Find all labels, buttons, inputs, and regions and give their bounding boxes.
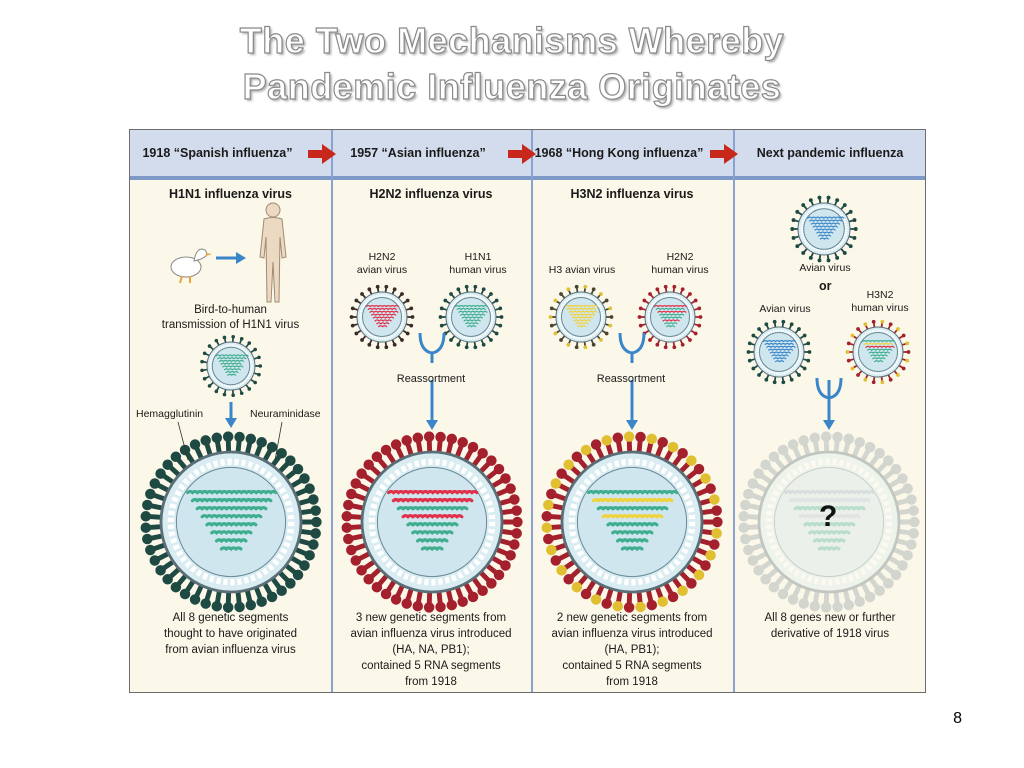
arrow-icon: [225, 402, 237, 428]
avian-virus-label: Avian virus: [759, 303, 811, 315]
caption-line: (HA, NA, PB1);: [392, 644, 470, 656]
column-divider: [733, 130, 735, 692]
column-title-h2n2: H2N2 influenza virus: [369, 187, 493, 201]
human-virus-label-line: H3N2: [866, 289, 894, 301]
caption-h1n1: All 8 genetic segments thought to have o…: [130, 610, 331, 658]
parent-label-line: human virus: [651, 264, 709, 276]
parent-label-h3-avian: H3 avian virus: [548, 264, 616, 276]
transmission-label: Bird-to-human transmission of H1N1 virus: [130, 303, 331, 333]
slide-title-line1: The Two Mechanisms Whereby: [239, 19, 785, 61]
h3n2-human-virus-icon: [845, 319, 911, 385]
h1n1-small-virus-icon: [200, 335, 263, 397]
timeline-arrow-icon: [308, 144, 336, 164]
pandemic-diagram: 1918 “Spanish influenza” 1957 “Asian infl…: [129, 129, 926, 693]
pointer-lines: [177, 421, 283, 461]
h1n1-virus-icon: [140, 431, 322, 613]
parent-label-line: H1N1: [464, 251, 492, 263]
era-label: 1918 “Spanish influenza”: [142, 146, 293, 160]
reassortment-connector-icon: [418, 332, 446, 430]
era-label: 1968 “Hong Kong influenza”: [534, 146, 704, 160]
parent-label-line: H2N2: [666, 251, 694, 263]
column-divider: [531, 130, 533, 692]
duck-icon: [170, 248, 212, 284]
avian-virus-icon: [746, 319, 812, 385]
unknown-question-mark: ?: [819, 500, 838, 533]
parent-label-line: H2N2: [368, 251, 396, 263]
column-title-h3n2: H3N2 influenza virus: [570, 187, 694, 201]
hemagglutinin-label: Hemagglutinin: [136, 408, 204, 420]
parent-label-h2n2-avian: H2N2 avian virus: [352, 251, 412, 277]
timeline-header-rule: [130, 176, 925, 180]
caption-line: contained 5 RNA segments: [562, 660, 702, 672]
caption-h3n2: 2 new genetic segments from avian influe…: [531, 610, 733, 690]
caption-line: avian influenza virus introduced: [551, 628, 713, 640]
caption-line: All 8 genes new or further: [764, 612, 896, 624]
reassortment-connector-icon: [815, 377, 843, 430]
caption-line: thought to have originated: [164, 628, 297, 640]
caption-line: from avian influenza virus: [165, 644, 296, 656]
parent-label-h2n2-human: H2N2 human virus: [644, 251, 716, 277]
slide-title: The Two Mechanisms Whereby Pandemic Infl…: [0, 18, 1024, 110]
era-label: Next pandemic influenza: [756, 146, 904, 160]
neuraminidase-label: Neuraminidase: [250, 408, 321, 420]
caption-line: (HA, PB1);: [604, 644, 660, 656]
human-virus-label-line: human virus: [851, 302, 909, 314]
arrow-icon: [216, 252, 246, 264]
h3n2-virus-icon: [541, 431, 723, 613]
column-divider: [331, 130, 333, 692]
caption-line: 2 new genetic segments from: [556, 612, 708, 624]
human-virus-label: H3N2 human virus: [844, 289, 916, 315]
timeline-arrow-icon: [710, 144, 738, 164]
parent-label-h1n1-human: H1N1 human virus: [442, 251, 514, 277]
h3-avian-virus-icon: [548, 284, 614, 350]
h2n2-avian-virus-icon: [349, 284, 415, 350]
human-icon: [259, 202, 287, 303]
caption-h2n2: 3 new genetic segments from avian influe…: [331, 610, 531, 690]
caption-line: from 1918: [405, 676, 457, 688]
caption-line: contained 5 RNA segments: [361, 660, 501, 672]
or-label: or: [819, 279, 832, 293]
parent-label-line: human virus: [449, 264, 507, 276]
avian-virus-icon: [790, 195, 858, 263]
transmission-label-line2: transmission of H1N1 virus: [161, 319, 300, 331]
avian-virus-label: Avian virus: [799, 262, 851, 274]
h2n2-virus-icon: [341, 431, 523, 613]
reassortment-connector-icon: [618, 332, 646, 430]
reassortment-label: Reassortment: [596, 373, 666, 385]
caption-line: avian influenza virus introduced: [350, 628, 512, 640]
caption-line: from 1918: [606, 676, 658, 688]
page-number: 8: [953, 710, 962, 727]
diagram-art: [140, 144, 920, 613]
column-title-h1n1: H1N1 influenza virus: [169, 187, 292, 201]
next-pandemic-virus-icon: [738, 431, 920, 613]
caption-line: derivative of 1918 virus: [770, 628, 890, 640]
h2n2-human-virus-icon: [637, 284, 703, 350]
slide-title-line2: Pandemic Influenza Originates: [242, 65, 782, 107]
timeline-arrow-icon: [508, 144, 536, 164]
transmission-label-line1: Bird-to-human: [194, 304, 267, 316]
h1n1-human-virus-icon: [438, 284, 504, 350]
parent-label-line: avian virus: [356, 264, 408, 276]
caption-next-pandemic: All 8 genes new or further derivative of…: [733, 610, 925, 642]
era-label: 1957 “Asian influenza”: [350, 146, 486, 160]
caption-line: 3 new genetic segments from: [355, 612, 507, 624]
reassortment-label: Reassortment: [396, 373, 466, 385]
caption-line: All 8 genetic segments: [172, 612, 289, 624]
